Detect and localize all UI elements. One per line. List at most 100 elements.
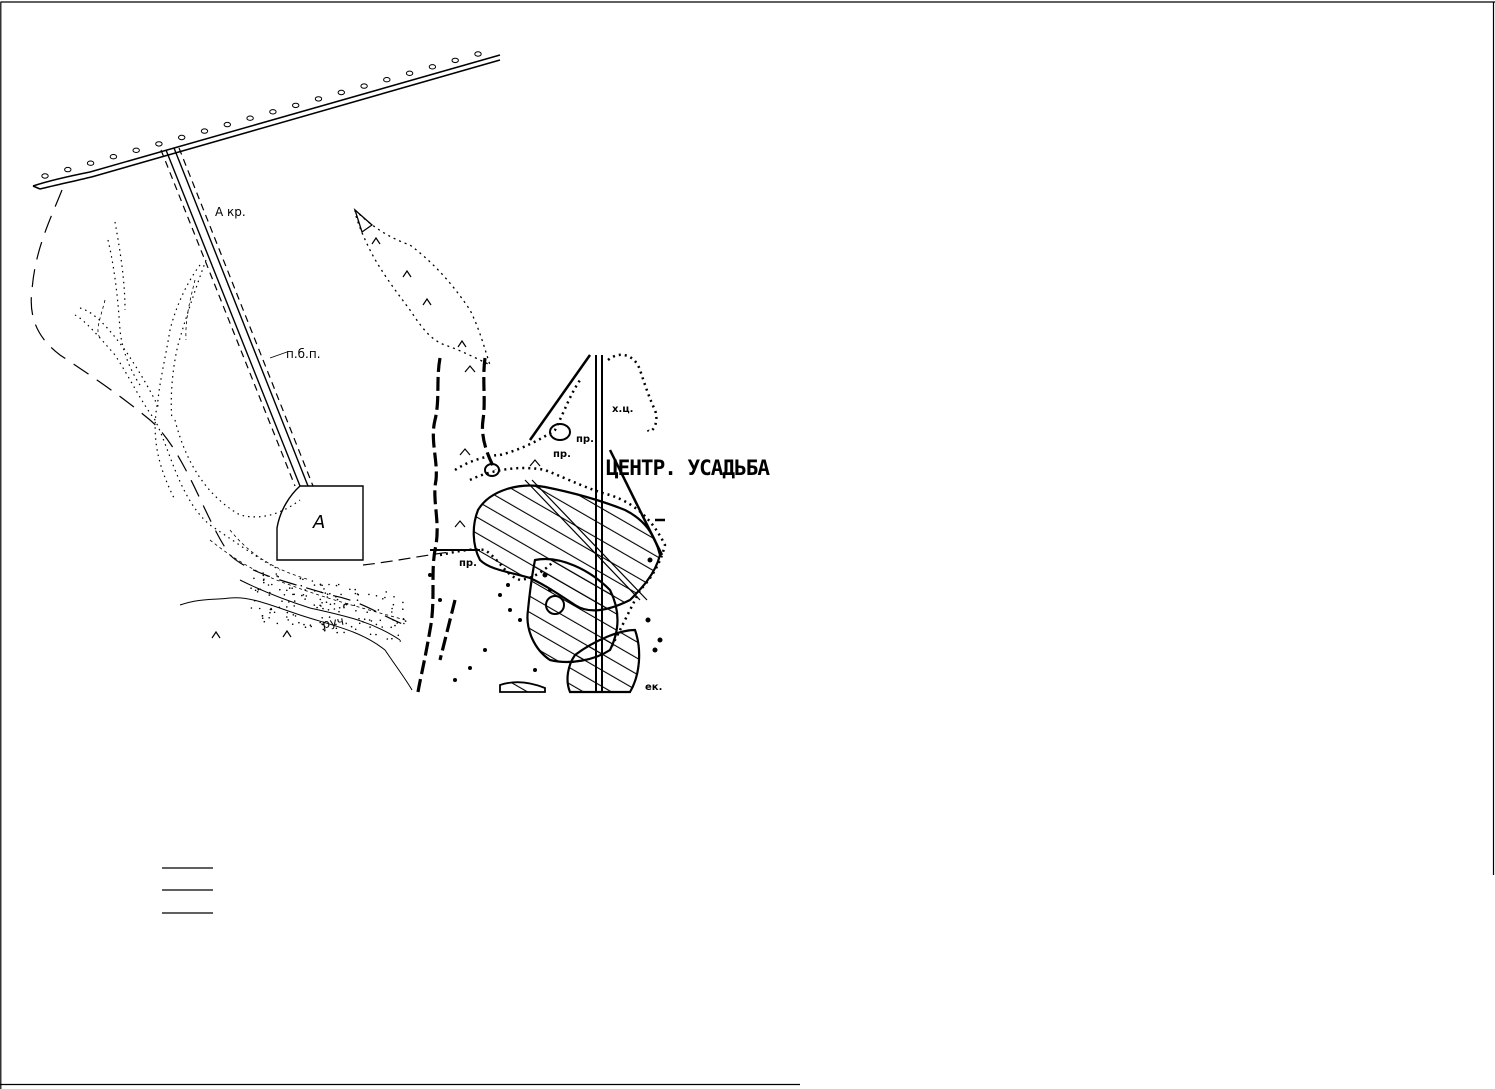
swamp-dot: [386, 638, 389, 640]
swamp-dot: [271, 583, 273, 586]
vegetation-marks: [211, 236, 541, 639]
swamp-dot: [319, 598, 322, 601]
swamp-dot: [293, 600, 296, 602]
swamp-dot: [402, 608, 404, 610]
swamp-dot: [392, 619, 394, 621]
swamp-dot: [291, 623, 294, 625]
field-outline-north: [354, 208, 492, 367]
swamp-dot: [286, 611, 289, 614]
swamp-dot: [313, 604, 316, 606]
swamp-dot: [316, 606, 318, 609]
railway-circle: [383, 77, 391, 83]
swamp-dot: [385, 591, 388, 593]
swamp-dot: [342, 605, 345, 607]
swamp-dot: [302, 594, 305, 596]
swamp-dot: [391, 607, 393, 610]
railway-circle: [223, 121, 232, 128]
dashed-path-to-settlement: [362, 551, 451, 566]
swamp-dot: [298, 621, 300, 624]
swamp-dot: [253, 599, 256, 602]
swamp-dot: [269, 591, 271, 594]
field-boundary-left: [30, 189, 406, 626]
railway-circle: [360, 83, 368, 89]
swamp-dot: [261, 615, 264, 617]
swamp-dot: [340, 593, 342, 596]
swamp-dot: [335, 596, 337, 598]
swamp-dot: [325, 601, 328, 603]
railway-circle: [178, 134, 186, 141]
swamp-dot: [273, 611, 276, 614]
railway-circle: [337, 89, 345, 96]
railway-circle: [474, 51, 482, 57]
plot-a: А: [276, 485, 364, 561]
swamp-dot: [323, 629, 326, 632]
swamp-dot: [337, 583, 340, 586]
swamp-dot: [354, 588, 357, 591]
swamp-dot: [305, 595, 308, 597]
swamp-dot: [355, 610, 357, 612]
swamp-dot: [353, 604, 356, 606]
swamp-dot: [329, 592, 331, 595]
access-road: [160, 147, 314, 487]
railway-circle: [132, 147, 140, 154]
swamp-dot: [321, 623, 323, 625]
swamp-dot: [258, 607, 261, 610]
swamp-dot: [293, 605, 296, 607]
swamp-dot: [358, 617, 360, 620]
pr-label-3: пр.: [459, 558, 477, 569]
swamp-dot: [336, 631, 339, 634]
swamp-dot: [384, 596, 386, 599]
swamp-dot: [379, 619, 382, 622]
swamp-dot: [327, 609, 330, 611]
swamp-dot: [261, 617, 264, 619]
swamp-dot: [263, 578, 265, 580]
swamp-dot: [304, 626, 307, 628]
swamp-dot: [286, 589, 288, 592]
railway-circle: [246, 115, 254, 121]
swamp-dot: [333, 608, 336, 610]
legend-lines: [162, 867, 213, 914]
pr-label-2: пр.: [553, 449, 571, 460]
swamp-dot: [319, 584, 322, 586]
swamp-dot: [357, 593, 360, 596]
swamp-dot: [390, 626, 393, 629]
swamp-dot: [292, 614, 295, 616]
swamp-dot: [288, 587, 291, 589]
swamp-dot: [393, 596, 395, 598]
swamp-dot: [397, 634, 400, 637]
swamp-dot: [256, 591, 259, 593]
swamp-dot: [322, 607, 324, 610]
swamp-stipple: [250, 572, 407, 642]
swamp-dot: [319, 604, 321, 607]
swamp-dot: [328, 616, 331, 618]
swamp-dot: [391, 611, 393, 613]
swamp-dot: [250, 587, 252, 589]
swamp-dot: [276, 575, 278, 577]
swamp-dot: [270, 607, 272, 610]
swamp-dot: [304, 598, 306, 600]
swamp-dot: [346, 603, 349, 605]
railway-circle: [109, 154, 118, 160]
ravine-lines: [97, 279, 406, 621]
swamp-dot: [310, 625, 313, 628]
swamp-dot: [354, 628, 357, 631]
swamp-dot: [338, 610, 340, 613]
railway-embankment: [32, 54, 501, 190]
swamp-dot: [396, 622, 399, 624]
railway-circle: [155, 141, 163, 147]
swamp-dot: [262, 574, 265, 577]
ek-label: ек.: [645, 682, 662, 693]
railway-circle: [86, 160, 95, 166]
swamp-dot: [311, 580, 314, 582]
swamp-dot: [326, 596, 329, 598]
railway-circles: [41, 51, 482, 179]
swamp-dot: [267, 584, 270, 586]
swamp-dot: [368, 619, 371, 621]
stream-label: руч.: [321, 613, 349, 631]
swamp-dot: [314, 590, 316, 592]
swamp-dot: [259, 588, 262, 591]
swamp-dot: [368, 593, 370, 596]
kh-ts-label: х.ц.: [612, 404, 633, 415]
